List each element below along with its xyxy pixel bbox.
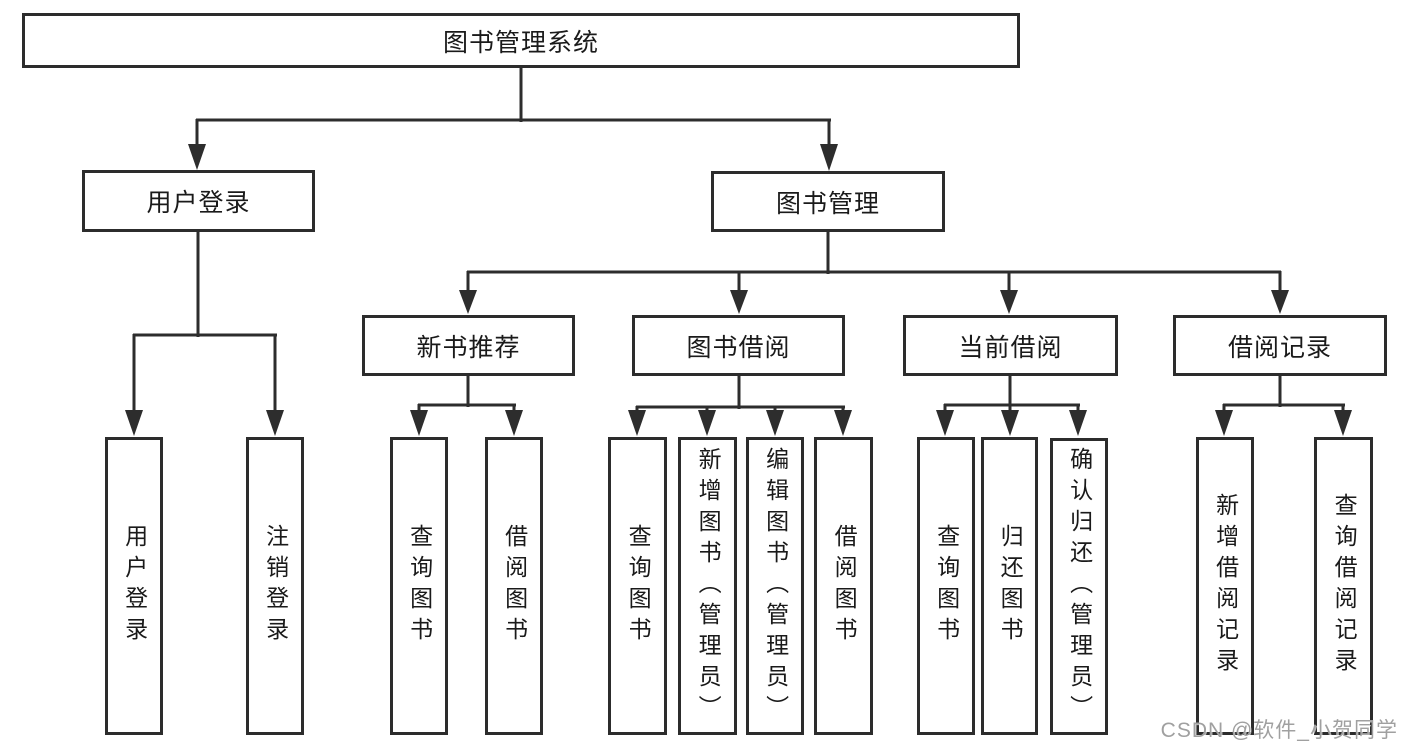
node-add-books-admin-label: 新增图书（管理员） — [695, 446, 722, 726]
node-user-login-label: 用户登录 — [146, 189, 251, 217]
node-confirm-return-admin-label: 确认归还（管理员） — [1066, 447, 1093, 726]
node-borrowing-records: 借阅记录 — [1173, 315, 1387, 376]
node-logout-label: 注销登录 — [262, 524, 289, 648]
node-user-login-leaf-label: 用户登录 — [121, 524, 148, 648]
node-recommend-query-books-label: 查询图书 — [406, 524, 433, 648]
node-recommend-borrow-books: 借阅图书 — [485, 437, 543, 735]
node-new-book-recommendation-label: 新书推荐 — [416, 333, 521, 362]
node-borrowing-query-books-label: 查询图书 — [625, 524, 652, 648]
node-current-query-books-label: 查询图书 — [933, 524, 960, 648]
node-borrowing-borrow-books: 借阅图书 — [814, 437, 873, 735]
node-add-books-admin: 新增图书（管理员） — [678, 437, 737, 735]
node-recommend-query-books: 查询图书 — [390, 437, 448, 735]
node-book-management: 图书管理 — [711, 171, 945, 232]
node-return-books: 归还图书 — [981, 437, 1038, 735]
node-user-login-leaf: 用户登录 — [105, 437, 163, 735]
node-return-books-label: 归还图书 — [997, 524, 1024, 648]
node-root-label: 图书管理系统 — [442, 28, 599, 57]
node-book-borrowing: 图书借阅 — [632, 315, 845, 376]
node-new-book-recommendation: 新书推荐 — [362, 315, 575, 376]
node-add-borrow-record-label: 新增借阅记录 — [1212, 493, 1239, 679]
node-query-borrow-record: 查询借阅记录 — [1314, 437, 1373, 735]
node-borrowing-borrow-books-label: 借阅图书 — [831, 524, 858, 648]
node-add-borrow-record: 新增借阅记录 — [1196, 437, 1254, 735]
node-user-login: 用户登录 — [82, 170, 315, 232]
node-current-borrowing-label: 当前借阅 — [958, 333, 1063, 362]
node-recommend-borrow-books-label: 借阅图书 — [501, 524, 528, 648]
node-query-borrow-record-label: 查询借阅记录 — [1331, 493, 1358, 679]
node-edit-books-admin-label: 编辑图书（管理员） — [762, 446, 789, 726]
node-current-borrowing: 当前借阅 — [903, 315, 1118, 376]
csdn-watermark: CSDN @软件_小贺同学 — [1160, 719, 1398, 742]
node-current-query-books: 查询图书 — [917, 437, 975, 735]
node-root: 图书管理系统 — [22, 13, 1020, 68]
node-confirm-return-admin: 确认归还（管理员） — [1050, 438, 1108, 735]
node-logout: 注销登录 — [246, 437, 304, 735]
node-borrowing-query-books: 查询图书 — [608, 437, 667, 735]
node-borrowing-records-label: 借阅记录 — [1227, 333, 1332, 362]
node-book-borrowing-label: 图书借阅 — [686, 333, 791, 362]
node-book-management-label: 图书管理 — [775, 189, 880, 218]
node-edit-books-admin: 编辑图书（管理员） — [746, 437, 804, 735]
